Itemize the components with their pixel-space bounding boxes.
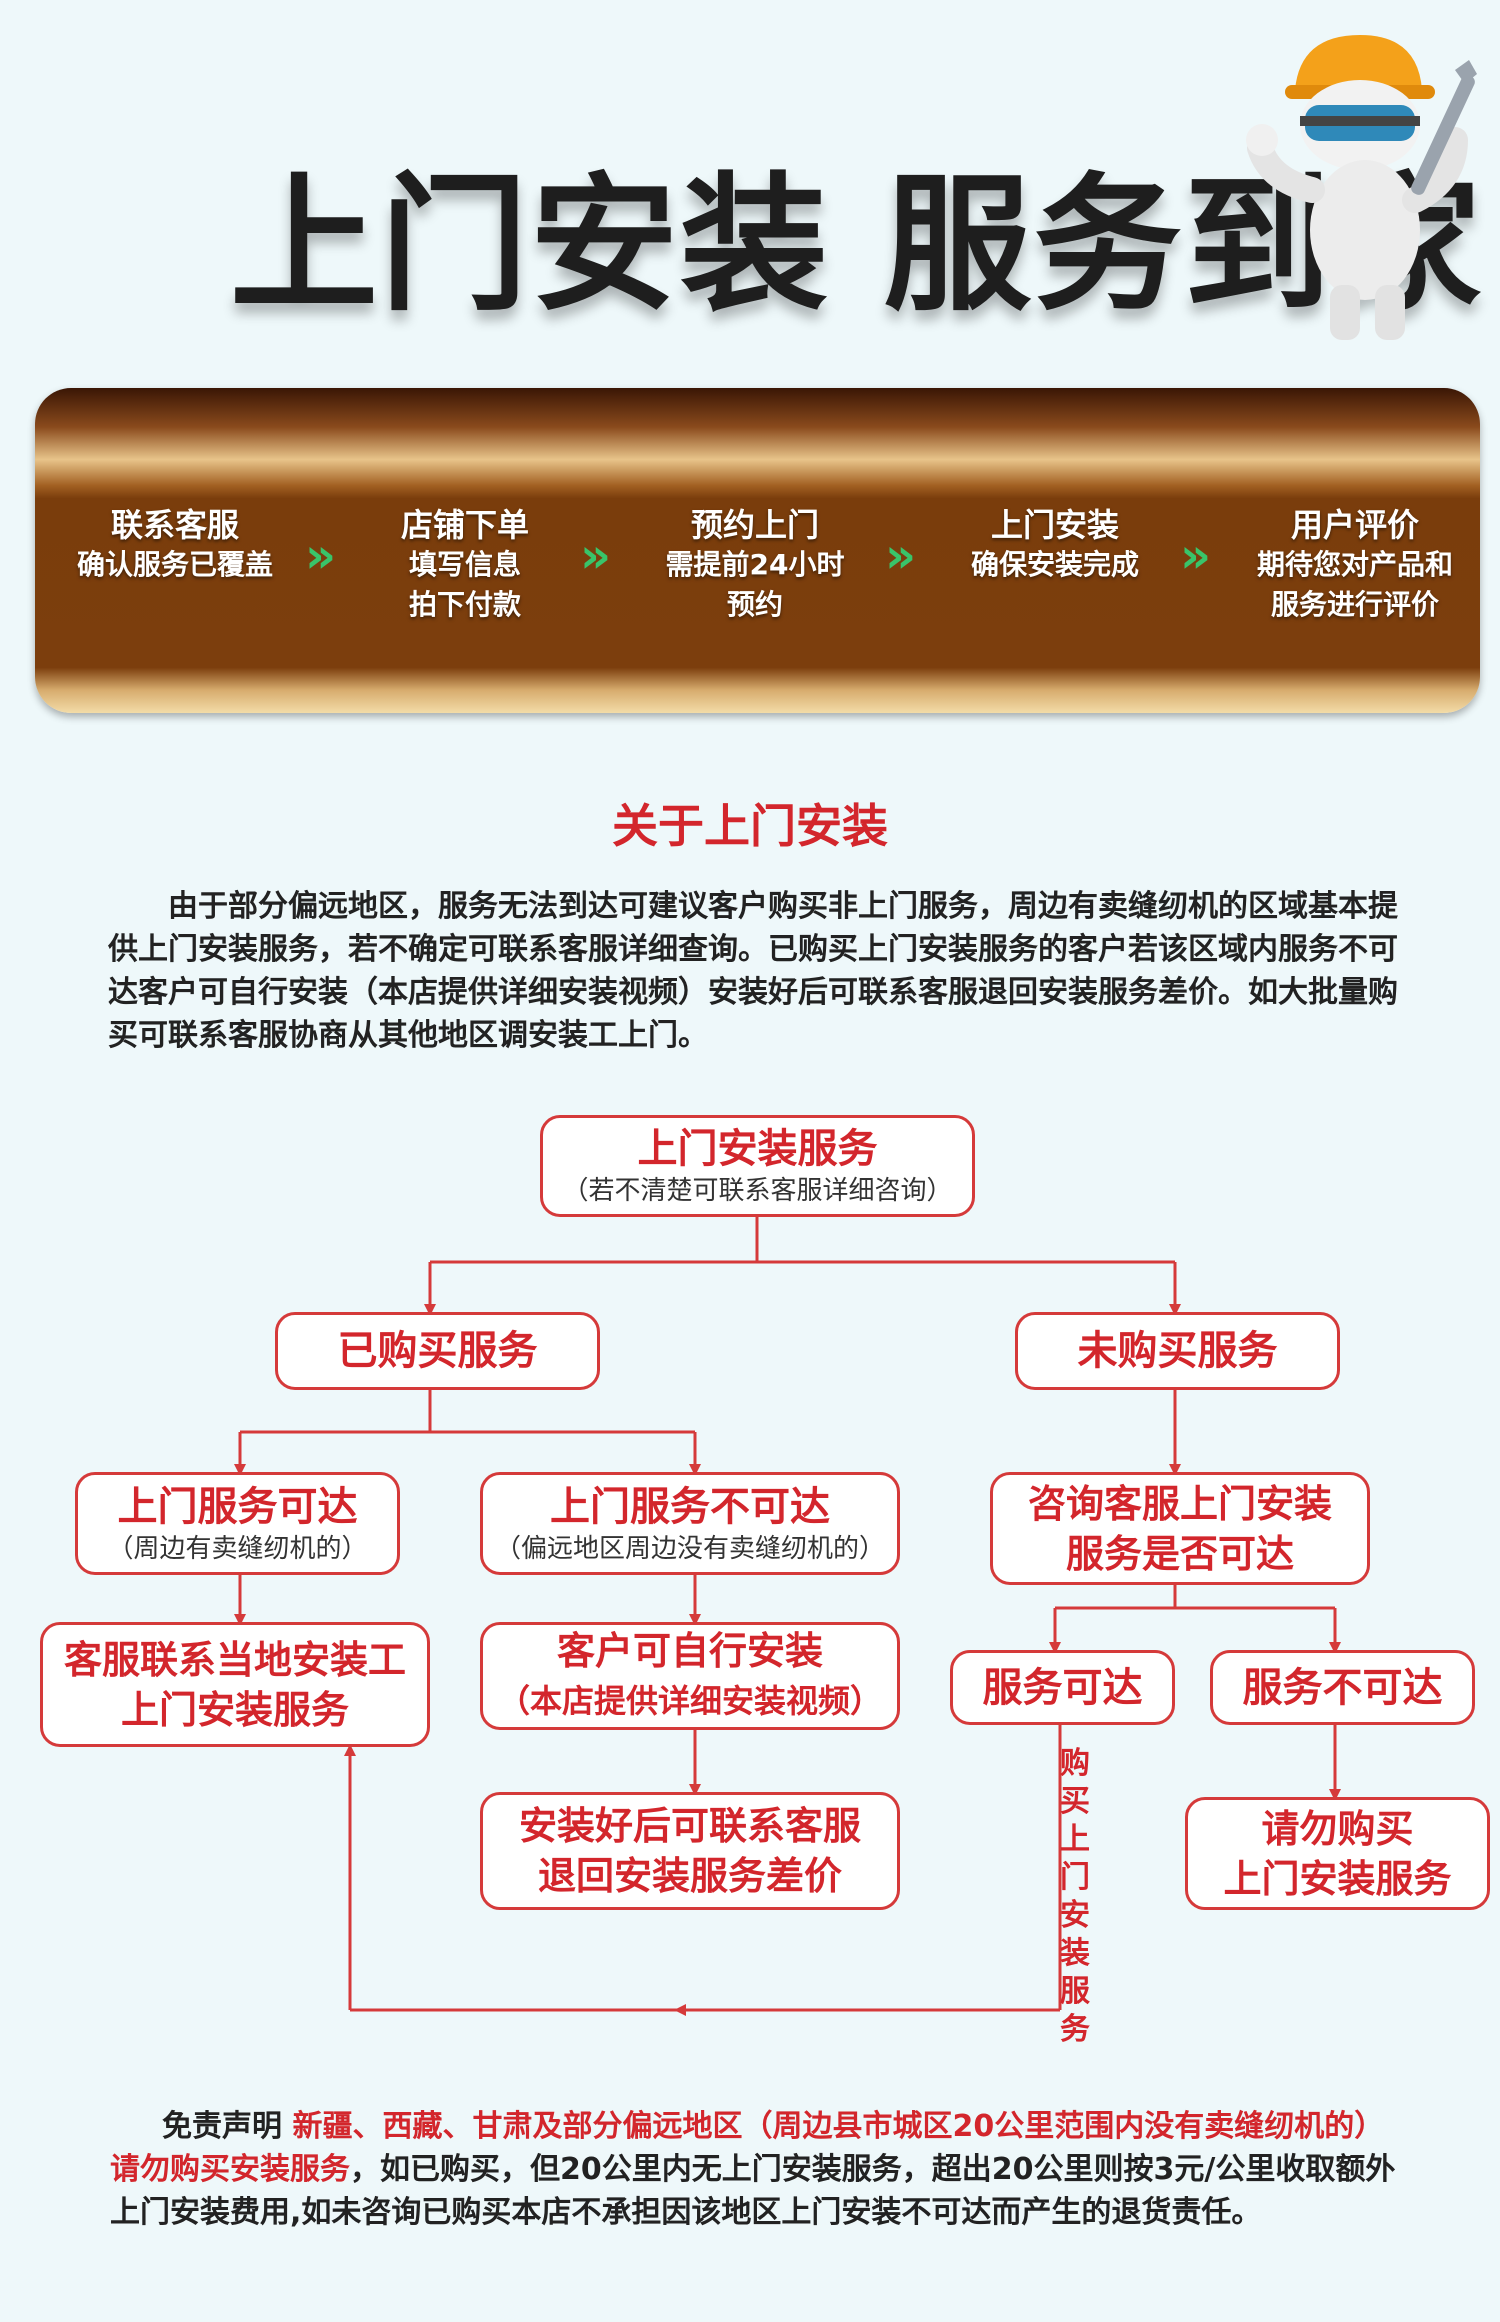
process-step-order: 店铺下单 填写信息 拍下付款 bbox=[350, 505, 580, 625]
vertical-char: 购 bbox=[1060, 1746, 1090, 1781]
disclaimer: 免责声明 新疆、西藏、甘肃及部分偏远地区（周边县市城区20公里范围内没有卖缝纫机… bbox=[110, 2105, 1400, 2234]
chevron-right-icon: » bbox=[885, 528, 916, 584]
worker-mascot-icon bbox=[1246, 35, 1477, 340]
flow-purchased-box: 已购买服务 bbox=[275, 1312, 600, 1390]
flow-service-no-box: 服务不可达 bbox=[1210, 1650, 1475, 1725]
flow-unreachable-box: 上门服务不可达 （偏远地区周边没有卖缝纫机的） bbox=[480, 1472, 900, 1575]
flow-not-purchased-label: 未购买服务 bbox=[1077, 1328, 1278, 1374]
process-step-install: 上门安装 确保安装完成 bbox=[930, 505, 1180, 585]
step-line: 确认服务已覆盖 bbox=[76, 548, 273, 581]
step-title: 用户评价 bbox=[1290, 506, 1419, 544]
flow-consult-line: 服务是否可达 bbox=[1065, 1531, 1294, 1576]
flow-local-installer-line: 客服联系当地安装工 bbox=[63, 1637, 406, 1682]
flow-local-installer-line: 上门安装服务 bbox=[120, 1687, 349, 1732]
step-title: 预约上门 bbox=[690, 506, 819, 544]
step-line: 填写信息 bbox=[408, 548, 521, 581]
flow-refund-line: 退回安装服务差价 bbox=[537, 1854, 842, 1898]
chevron-right-icon: » bbox=[305, 528, 336, 584]
flow-consult-box: 咨询客服上门安装 服务是否可达 bbox=[990, 1472, 1370, 1585]
flow-consult-line: 咨询客服上门安装 bbox=[1027, 1481, 1332, 1526]
step-title: 联系客服 bbox=[110, 506, 239, 544]
vertical-char: 服 bbox=[1060, 1974, 1090, 2009]
flow-unreachable-title: 上门服务不可达 bbox=[550, 1483, 830, 1530]
section-title: 关于上门安装 bbox=[612, 799, 888, 853]
vertical-char: 务 bbox=[1060, 2012, 1090, 2047]
process-step-appointment: 预约上门 需提前24小时 预约 bbox=[630, 505, 880, 625]
flow-root-title: 上门安装服务 bbox=[637, 1126, 878, 1172]
step-title: 上门安装 bbox=[990, 506, 1119, 544]
vertical-char: 安 bbox=[1060, 1898, 1090, 1933]
about-paragraph: 由于部分偏远地区，服务无法到达可建议客户购买非上门服务，周边有卖缝纫机的区域基本… bbox=[108, 885, 1398, 1057]
vertical-char: 买 bbox=[1060, 1784, 1090, 1819]
vertical-char: 上 bbox=[1060, 1822, 1090, 1857]
flow-refund-box: 安装好后可联系客服 退回安装服务差价 bbox=[480, 1792, 900, 1910]
chevron-right-icon: » bbox=[1180, 528, 1211, 584]
flow-root-note: （若不清楚可联系客服详细咨询） bbox=[562, 1176, 953, 1206]
flow-buy-label: 购买上门安装服务 bbox=[1055, 1745, 1095, 2049]
flow-service-ok-label: 服务可达 bbox=[982, 1664, 1143, 1711]
step-line: 服务进行评价 bbox=[1270, 588, 1439, 621]
flow-unreachable-note: （偏远地区周边没有卖缝纫机的） bbox=[494, 1533, 885, 1564]
flow-root-box: 上门安装服务 （若不清楚可联系客服详细咨询） bbox=[540, 1115, 975, 1217]
flow-do-not-buy-box: 请勿购买 上门安装服务 bbox=[1185, 1797, 1490, 1910]
process-step-review: 用户评价 期待您对产品和 服务进行评价 bbox=[1230, 505, 1480, 625]
step-line: 确保安装完成 bbox=[970, 548, 1139, 581]
flow-reachable-note: （周边有卖缝纫机的） bbox=[107, 1533, 368, 1564]
flow-purchased-label: 已购买服务 bbox=[337, 1328, 538, 1374]
flow-refund-line: 安装好后可联系客服 bbox=[518, 1804, 861, 1848]
flow-reachable-box: 上门服务可达 （周边有卖缝纫机的） bbox=[75, 1472, 400, 1575]
step-line: 期待您对产品和 bbox=[1256, 548, 1453, 581]
about-text: 由于部分偏远地区，服务无法到达可建议客户购买非上门服务，周边有卖缝纫机的区域基本… bbox=[108, 889, 1398, 1053]
step-line: 拍下付款 bbox=[408, 588, 521, 621]
step-line: 预约 bbox=[726, 588, 783, 621]
flow-self-install-note: （本店提供详细安装视频） bbox=[497, 1682, 882, 1720]
step-line: 需提前24小时 bbox=[665, 548, 845, 581]
flow-self-install-box: 客户可自行安装 （本店提供详细安装视频） bbox=[480, 1622, 900, 1730]
flow-service-ok-box: 服务可达 bbox=[950, 1650, 1175, 1725]
chevron-right-icon: » bbox=[580, 528, 611, 584]
disclaimer-warning: 新疆、西藏、甘肃及部分偏远地区（周边县市城区20公里范围内没有卖缝纫机的）请勿购… bbox=[110, 2109, 1385, 2187]
vertical-char: 门 bbox=[1060, 1860, 1090, 1895]
flow-not-purchased-box: 未购买服务 bbox=[1015, 1312, 1340, 1390]
process-step-contact: 联系客服 确认服务已覆盖 bbox=[40, 505, 310, 585]
flow-self-install-title: 客户可自行安装 bbox=[556, 1629, 823, 1673]
process-bar bbox=[35, 388, 1480, 713]
flow-service-no-label: 服务不可达 bbox=[1242, 1664, 1443, 1711]
flow-local-installer-box: 客服联系当地安装工 上门安装服务 bbox=[40, 1622, 430, 1747]
disclaimer-body: ，如已购买，但20公里内无上门安装服务，超出20公里则按3元/公里收取额外上门安… bbox=[110, 2152, 1396, 2230]
page-title: 上门安装 服务到家 bbox=[230, 159, 1484, 331]
flow-do-not-buy-line: 上门安装服务 bbox=[1223, 1856, 1452, 1901]
disclaimer-lead: 免责声明 bbox=[162, 2109, 282, 2144]
flow-reachable-title: 上门服务可达 bbox=[117, 1483, 358, 1530]
flow-do-not-buy-line: 请勿购买 bbox=[1261, 1806, 1414, 1851]
vertical-char: 装 bbox=[1060, 1936, 1090, 1971]
step-title: 店铺下单 bbox=[400, 506, 529, 544]
